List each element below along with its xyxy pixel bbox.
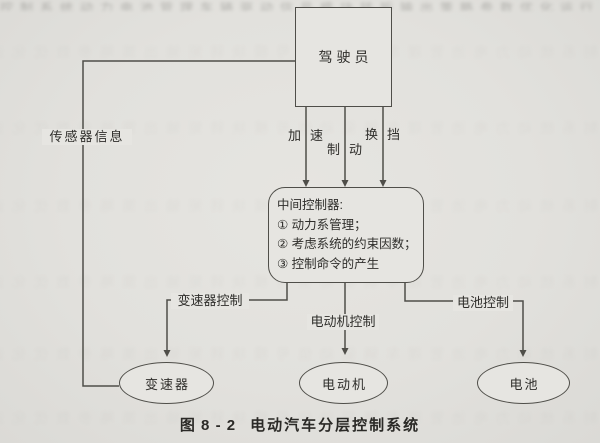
node-battery: 电池 [477,362,570,404]
transmission-label: 变速器 [144,376,190,392]
controller-item-1: ① 动力系管理； [277,217,367,232]
figure-caption: 图 8 - 2 电动汽车分层控制系统 [0,414,600,435]
arrowhead-battery [519,350,527,357]
driver-label: 驾驶员 [318,49,373,65]
arrowhead-transmission [163,350,171,357]
controller-item-3: ③ 控制命令的产生 [277,256,380,271]
figure-number: 图 8 - 2 [179,417,237,434]
node-motor: 电动机 [299,362,388,404]
label-shift: 换挡 [365,127,410,142]
edge-sensor-feedback [82,60,295,387]
arrowhead-motor [341,348,349,355]
label-motor-control: 电动机控制 [307,314,379,330]
label-accelerate: 加速 [288,128,333,143]
controller-title: 中间控制器: [277,198,343,212]
arrowhead-accelerate [302,180,310,187]
label-brake: 制动 [327,142,372,157]
arrowhead-shift [379,180,387,187]
figure-title: 电动汽车分层控制系统 [250,417,421,434]
arrowhead-brake [341,180,349,187]
label-sensor-info: 传感器信息 [42,129,132,145]
motor-label: 电动机 [321,376,367,392]
node-driver: 驾驶员 [295,7,392,107]
node-transmission: 变速器 [119,362,214,404]
controller-item-2: ② 考虑系统的约束因数； [277,237,417,251]
label-transmission-control: 变速器控制 [171,293,249,309]
edge-battery-control [404,283,524,350]
node-intermediate-controller: 中间控制器: ① 动力系管理； ② 考虑系统的约束因数； ③ 控制命令的产生 [268,187,424,283]
battery-label: 电池 [509,376,540,392]
label-battery-control: 电池控制 [453,295,513,311]
